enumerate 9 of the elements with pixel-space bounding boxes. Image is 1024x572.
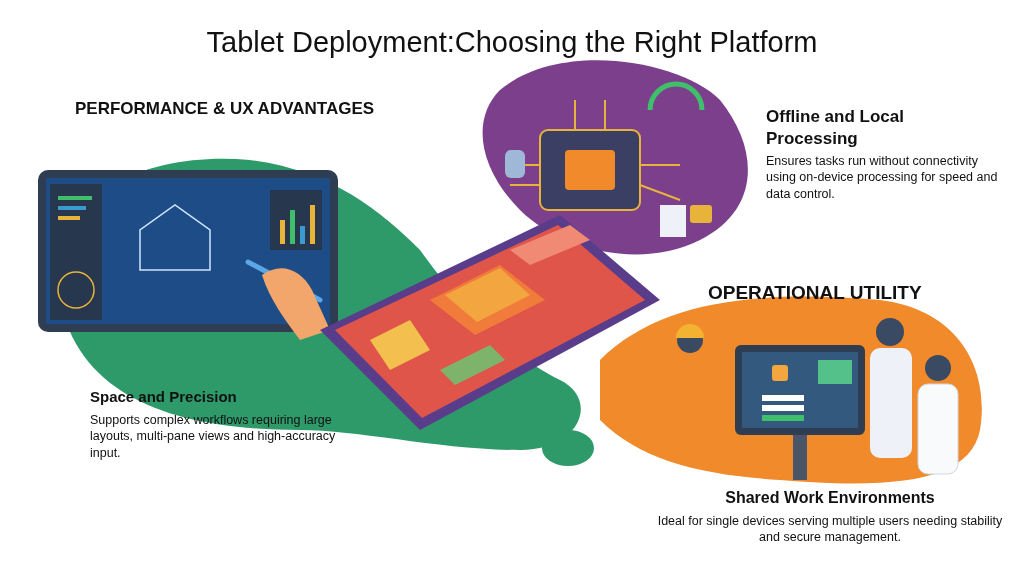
feature-heading: Offline and Local Processing	[766, 106, 905, 151]
feature-description: Supports complex workflows requiring large layouts, multi-pane views and high-accuracy input.	[90, 412, 337, 461]
section-heading: PERFORMANCE & UX ADVANTAGES	[75, 98, 376, 120]
feature-description: Ideal for single devices serving multiple users needing stability and secure management.	[656, 513, 1004, 546]
feature-heading: Shared Work Environments	[724, 488, 936, 508]
section-heading: OPERATIONAL UTILITY	[708, 281, 923, 305]
feature-description: Ensures tasks run without connectivity using on-device processing for speed and data control.	[766, 153, 999, 202]
title: Tablet Deployment:Choosing the Right Platform	[205, 26, 819, 59]
feature-heading: Space and Precision	[90, 387, 238, 407]
